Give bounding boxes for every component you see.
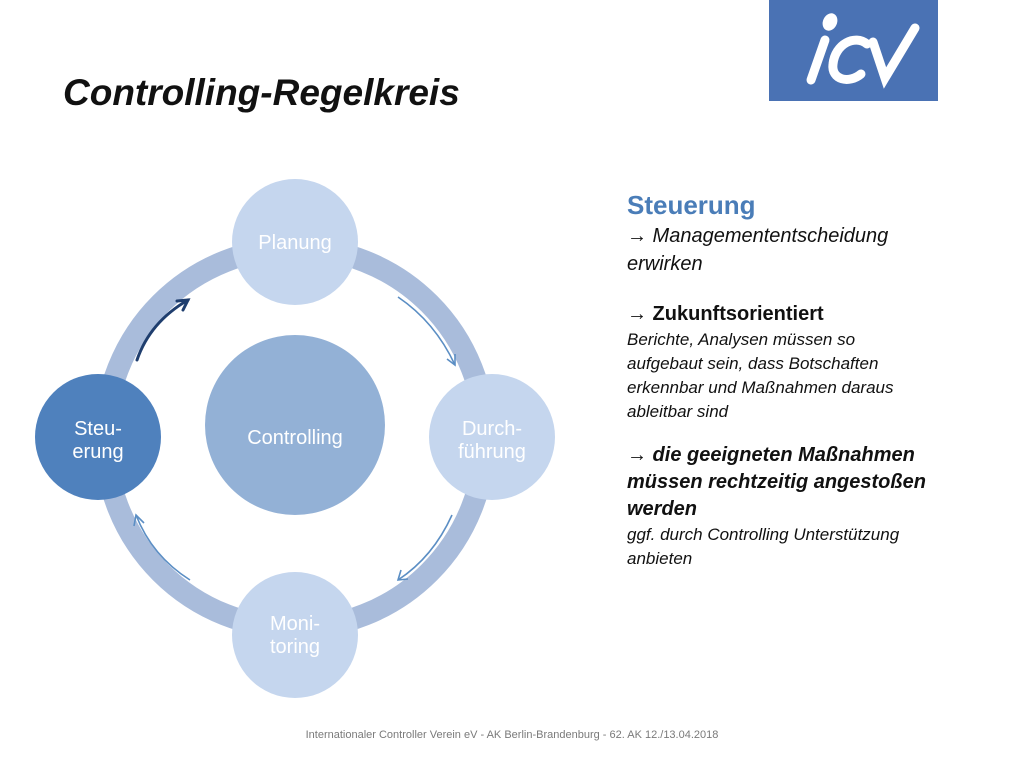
node-steuerung [35,374,161,500]
point1-text-4: ableitbar sind [627,402,729,421]
node-durchfuehrung [429,374,555,500]
icv-logo [769,0,938,101]
point1-text-1: Berichte, Analysen müssen so [627,330,856,349]
node-monitoring [232,572,358,698]
node-monitoring-label-1: Moni- [270,613,320,635]
point1-title: → Zukunftsorientiert [627,303,824,325]
point2-text-1: ggf. durch Controlling Unterstützung [627,525,900,544]
arrow-planung-to-durchfuehrung [397,296,456,366]
node-planung-label: Planung [258,232,331,254]
steuerung-heading: Steuerung [627,190,756,220]
node-durchfuehrung-label-2: führung [458,441,526,463]
arrow-steuerung-to-planung [135,298,190,362]
node-steuerung-label-2: erung [72,441,123,463]
center-node [205,335,385,515]
point2-title-3: werden [627,498,698,520]
point2-title-2: müssen rechtzeitig angestoßen [627,471,926,493]
management-line-2: erwirken [627,253,703,275]
management-line-1: → Managemententscheidung [627,225,889,247]
center-node-label: Controlling [247,427,343,449]
node-steuerung-label-1: Steu- [74,418,122,440]
cycle-arrows [133,296,456,581]
arrow-monitoring-to-steuerung [135,514,191,581]
point2-title-1: → die geeigneten Maßnahmen [627,444,915,466]
control-cycle-diagram: Controlling Planung Durch- führung Moni-… [35,179,555,698]
highlight-arrow [135,298,191,362]
arrowhead-4 [175,298,191,312]
arrowhead-2 [396,569,409,581]
point2-text-2: anbieten [627,549,693,568]
slide-title: Controlling-Regelkreis [63,72,460,113]
node-monitoring-label-2: toring [270,636,320,658]
arrow-durchfuehrung-to-monitoring [397,514,453,581]
slide-footer: Internationaler Controller Verein eV - A… [305,729,719,741]
arrowhead-1 [446,354,456,367]
arrowhead-3 [133,513,145,527]
point1-text-3: erkennbar und Maßnahmen daraus [627,378,894,397]
node-planung [232,179,358,305]
right-text-panel: Steuerung → Managemententscheidung erwir… [627,188,1007,571]
node-durchfuehrung-label-1: Durch- [462,418,522,440]
point1-text-2: aufgebaut sein, dass Botschaften [627,354,879,373]
icv-logo-graphic [769,0,938,101]
